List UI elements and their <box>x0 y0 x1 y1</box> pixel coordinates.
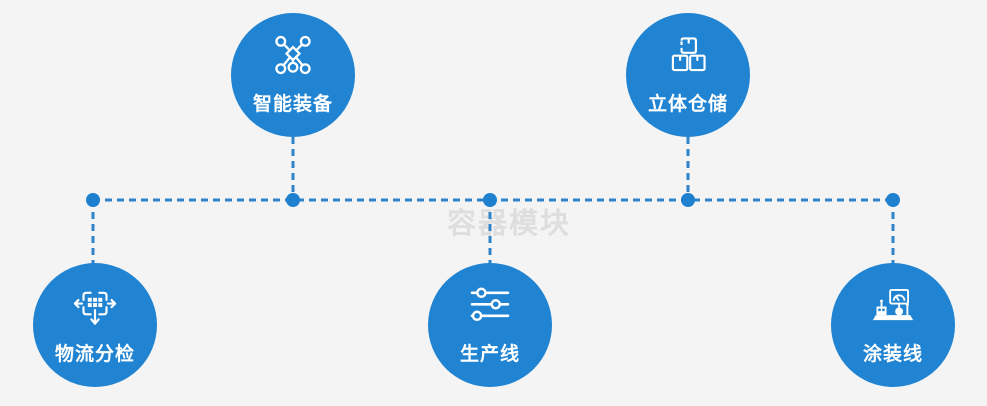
paint-station-icon <box>870 282 916 328</box>
node-smart-equipment[interactable]: 智能装备 <box>231 13 355 137</box>
node-warehouse[interactable]: 立体仓储 <box>626 13 750 137</box>
node-label-warehouse: 立体仓储 <box>647 94 728 115</box>
node-painting-line[interactable]: 涂装线 <box>831 263 955 387</box>
node-logistics-sorting[interactable]: 物流分检 <box>33 263 157 387</box>
node-production-line[interactable]: 生产线 <box>428 263 552 387</box>
junction-dot <box>483 193 497 207</box>
node-label-production-line: 生产线 <box>459 344 520 365</box>
sort-dispatch-icon <box>72 282 118 328</box>
network-nodes-icon <box>270 32 316 78</box>
node-label-painting-line: 涂装线 <box>862 344 923 365</box>
sliders-icon <box>467 282 513 328</box>
junction-dot <box>886 193 900 207</box>
junction-dot <box>681 193 695 207</box>
junction-dot <box>286 193 300 207</box>
junction-dots <box>86 193 900 207</box>
node-label-logistics-sorting: 物流分检 <box>54 344 135 365</box>
junction-dot <box>86 193 100 207</box>
watermark-text: 容器模块 <box>447 208 572 240</box>
node-label-smart-equipment: 智能装备 <box>252 94 333 115</box>
stacked-boxes-icon <box>665 32 711 78</box>
